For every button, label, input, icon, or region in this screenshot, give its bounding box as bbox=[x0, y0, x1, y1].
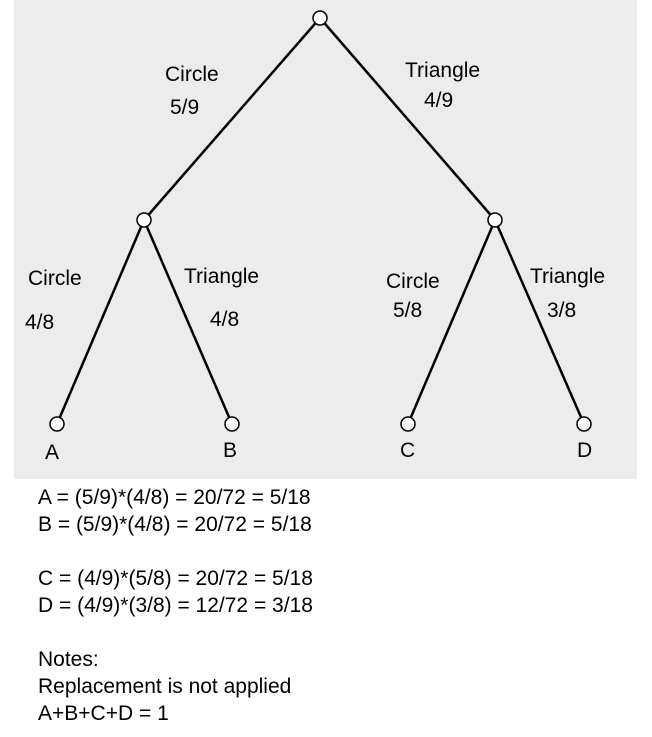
leaf-label-c: C bbox=[400, 439, 415, 462]
branch-label-circle-circle: Circle bbox=[28, 267, 82, 290]
branch-label-circle-triangle: Triangle bbox=[184, 265, 259, 288]
circle-branch-node bbox=[136, 212, 152, 228]
leaf-node-a bbox=[49, 416, 65, 432]
notes-heading: Notes: bbox=[38, 648, 99, 671]
root-node bbox=[312, 10, 328, 26]
spacer bbox=[38, 619, 313, 646]
note-replacement: Replacement is not applied bbox=[38, 675, 292, 698]
leaf-label-d: D bbox=[577, 439, 592, 462]
calculation-block: A = (5/9)*(4/8) = 20/72 = 5/18 B = (5/9)… bbox=[38, 484, 313, 727]
spacer bbox=[38, 538, 313, 565]
leaf-label-a: A bbox=[45, 441, 59, 464]
branch-prob-circle-triangle: 4/8 bbox=[210, 308, 239, 331]
triangle-branch-node bbox=[487, 212, 503, 228]
branch-prob-triangle-triangle: 3/8 bbox=[547, 299, 576, 322]
branch-label-circle-1: Circle bbox=[165, 63, 219, 86]
branch-prob-circle-circle: 4/8 bbox=[25, 311, 54, 334]
calc-line-b: B = (5/9)*(4/8) = 20/72 = 5/18 bbox=[38, 513, 312, 536]
note-sum: A+B+C+D = 1 bbox=[38, 702, 169, 725]
edge-circle-triangle bbox=[142, 219, 234, 425]
branch-label-triangle-1: Triangle bbox=[405, 59, 480, 82]
edge-circle-circle bbox=[55, 219, 146, 425]
edge-triangle-triangle bbox=[493, 219, 586, 425]
calc-line-d: D = (4/9)*(3/8) = 12/72 = 3/18 bbox=[38, 594, 313, 617]
branch-label-triangle-triangle: Triangle bbox=[530, 265, 605, 288]
edge-root-circle bbox=[143, 17, 321, 221]
edge-triangle-circle bbox=[406, 219, 497, 425]
leaf-node-d bbox=[576, 416, 592, 432]
calc-line-a: A = (5/9)*(4/8) = 20/72 = 5/18 bbox=[38, 486, 311, 509]
branch-prob-triangle-circle: 5/8 bbox=[393, 299, 422, 322]
branch-prob-circle-1: 5/9 bbox=[170, 96, 199, 119]
leaf-node-b bbox=[224, 416, 240, 432]
branch-label-triangle-circle: Circle bbox=[386, 270, 440, 293]
leaf-label-b: B bbox=[223, 439, 237, 462]
edge-root-triangle bbox=[319, 17, 496, 221]
calc-line-c: C = (4/9)*(5/8) = 20/72 = 5/18 bbox=[38, 567, 313, 590]
tree-diagram-panel bbox=[14, 0, 637, 479]
leaf-node-c bbox=[400, 416, 416, 432]
branch-prob-triangle-1: 4/9 bbox=[424, 89, 453, 112]
probability-tree: Circle 5/9 Triangle 4/9 Circle 4/8 Trian… bbox=[25, 10, 605, 464]
